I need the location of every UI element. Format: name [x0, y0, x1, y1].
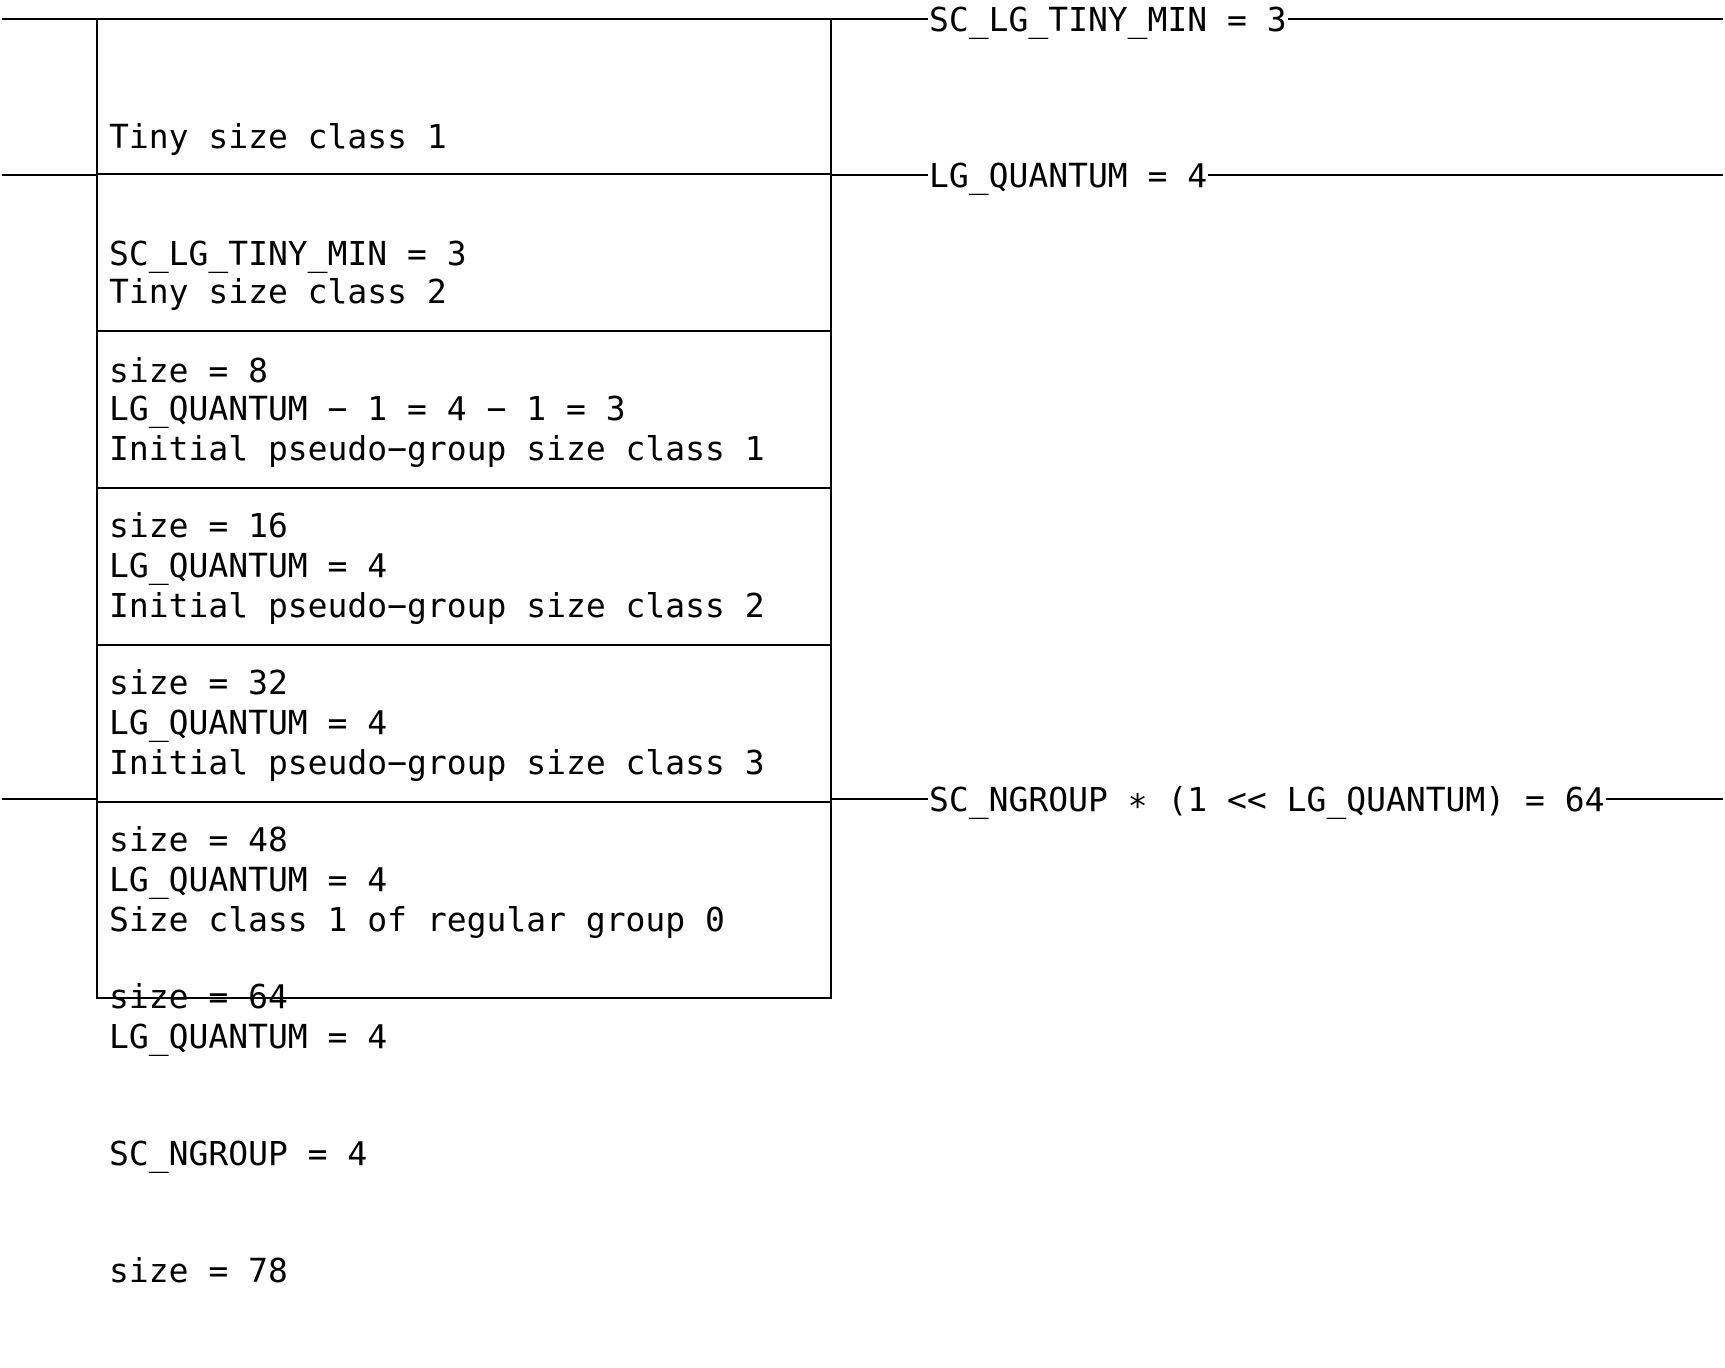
boundary-line-tiny-min-left	[2, 18, 98, 20]
box-title: Initial pseudo−group size class 2	[109, 586, 765, 625]
box-title: Initial pseudo−group size class 1	[109, 429, 765, 468]
box-title: Initial pseudo−group size class 3	[109, 743, 765, 782]
box-param: LG_QUANTUM − 1 = 4 − 1 = 3	[109, 389, 626, 428]
size-class-stack: Tiny size class 1 SC_LG_TINY_MIN = 3 siz…	[96, 18, 832, 1290]
size-class-box-pseudo-3: Initial pseudo−group size class 3 LG_QUA…	[96, 646, 832, 1016]
box-title: Tiny size class 1	[109, 117, 447, 156]
boundary-label-lg-quantum: LG_QUANTUM = 4	[928, 156, 1209, 195]
size-class-box-pseudo-1: Initial pseudo−group size class 1 LG_QUA…	[96, 332, 832, 702]
boundary-label-tiny-min: SC_LG_TINY_MIN = 3	[928, 0, 1288, 39]
size-class-box-tiny-1: Tiny size class 1 SC_LG_TINY_MIN = 3 siz…	[96, 18, 832, 390]
box-param: LG_QUANTUM = 4	[109, 1017, 388, 1056]
box-size: size = 64	[109, 977, 288, 1016]
box-size: size = 78	[109, 1251, 288, 1290]
box-param: SC_NGROUP = 4	[109, 1134, 368, 1173]
box-param: LG_QUANTUM = 4	[109, 546, 388, 585]
size-class-diagram: Tiny size class 1 SC_LG_TINY_MIN = 3 siz…	[2, 0, 1723, 1290]
boundary-line-lg-quantum-right	[830, 174, 1723, 176]
size-class-box-tiny-2: Tiny size class 2 LG_QUANTUM − 1 = 4 − 1…	[96, 175, 832, 545]
size-class-box-pseudo-2: Initial pseudo−group size class 2 LG_QUA…	[96, 489, 832, 859]
box-size: size = 16	[109, 506, 288, 545]
box-param: SC_LG_TINY_MIN = 3	[109, 234, 467, 273]
box-title: Size class 1 of regular group 0	[109, 900, 725, 939]
box-size: size = 48	[109, 820, 288, 859]
box-size: size = 32	[109, 663, 288, 702]
boundary-line-ngroup-left	[2, 798, 98, 800]
boundary-line-lg-quantum-left	[2, 174, 98, 176]
box-title: Tiny size class 2	[109, 272, 447, 311]
boundary-label-ngroup: SC_NGROUP ∗ (1 << LG_QUANTUM) = 64	[928, 780, 1606, 819]
box-size: size = 8	[109, 351, 268, 390]
box-param: LG_QUANTUM = 4	[109, 703, 388, 742]
box-param: LG_QUANTUM = 4	[109, 860, 388, 899]
